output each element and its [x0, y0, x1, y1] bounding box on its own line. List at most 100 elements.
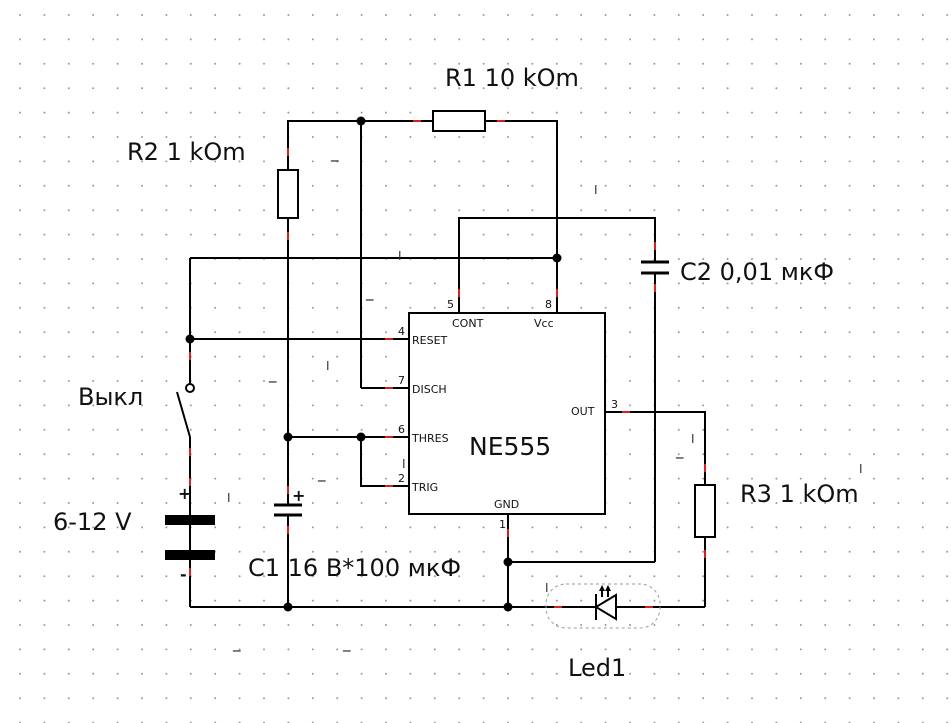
stray-dash: _ — [675, 441, 684, 460]
grid-dot — [43, 233, 46, 236]
grid-dot — [629, 526, 631, 529]
grid-dot — [726, 14, 729, 16]
grid-dot — [702, 258, 705, 260]
grid-dot — [458, 38, 461, 41]
grid-dot — [385, 672, 387, 675]
grid-dot — [238, 697, 241, 700]
grid-dot — [653, 599, 656, 602]
grid-dot — [507, 648, 509, 651]
grid-dot — [67, 599, 70, 602]
grid-dot — [214, 184, 217, 187]
grid-dot — [775, 14, 778, 16]
grid-dot — [409, 599, 412, 602]
grid-dot — [165, 136, 168, 138]
grid-dot — [43, 87, 46, 90]
grid-dot — [848, 672, 851, 675]
grid-dot — [141, 282, 143, 285]
grid-dot — [629, 453, 631, 456]
grid-dot — [116, 428, 119, 431]
grid-dot — [677, 502, 680, 504]
grid-dot — [165, 184, 168, 187]
grid-dot — [214, 380, 217, 382]
grid-dot — [824, 209, 827, 212]
grid-dot — [482, 282, 485, 285]
grid-dot — [19, 404, 21, 407]
grid-dot — [897, 233, 900, 236]
grid-dot — [141, 111, 143, 114]
grid-dot — [824, 599, 827, 602]
grid-dot — [507, 209, 509, 212]
grid-dot — [458, 648, 461, 651]
grid-dot — [433, 624, 436, 626]
grid-dot — [946, 258, 949, 260]
grid-dot — [775, 233, 778, 236]
grid-dot — [385, 599, 387, 602]
grid-dot — [677, 331, 680, 334]
grid-dot — [482, 184, 485, 187]
pin-number: 6 — [398, 423, 405, 436]
grid-dot — [897, 648, 900, 651]
grid-dot — [482, 38, 485, 41]
grid-dot — [238, 184, 241, 187]
grid-dot — [336, 14, 339, 16]
grid-dot — [507, 282, 509, 285]
grid-dot — [116, 404, 119, 407]
grid-dot — [43, 282, 46, 285]
grid-dot — [67, 136, 70, 138]
grid-dot — [946, 14, 949, 16]
grid-dot — [287, 648, 290, 651]
grid-dot — [482, 648, 485, 651]
grid-dot — [19, 428, 21, 431]
grid-dot — [824, 428, 827, 431]
grid-dot — [775, 453, 778, 456]
pin-number: 3 — [611, 398, 618, 411]
ne555-chip: NE555 4 RESET 7 DISCH 6 THRES 2 TRIG 5 C… — [385, 289, 630, 537]
grid-dot — [263, 136, 265, 138]
grid-dot — [629, 209, 631, 212]
grid-dot — [848, 380, 851, 382]
switch-off: Выкл — [78, 352, 195, 456]
grid-dot — [726, 599, 729, 602]
grid-dot — [67, 306, 70, 309]
grid-dot — [604, 648, 607, 651]
grid-dot — [458, 697, 461, 700]
grid-dot — [238, 87, 241, 90]
grid-dot — [189, 672, 192, 675]
grid-dot — [43, 575, 46, 578]
grid-dot — [287, 624, 290, 626]
grid-dot — [873, 160, 875, 163]
grid-dot — [873, 575, 875, 578]
grid-dot — [555, 526, 558, 529]
junction-dot — [185, 334, 195, 344]
grid-dot — [263, 404, 265, 407]
grid-dot — [946, 453, 949, 456]
grid-dot — [43, 672, 46, 675]
grid-dot — [604, 306, 607, 309]
grid-dot — [604, 136, 607, 138]
grid-dot — [67, 282, 70, 285]
grid-dot — [433, 282, 436, 285]
grid-dot — [433, 38, 436, 41]
grid-dot — [165, 160, 168, 163]
grid-dot — [653, 648, 656, 651]
grid-dot — [604, 184, 607, 187]
grid-dot — [555, 62, 558, 65]
grid-dot — [629, 38, 631, 41]
grid-dot — [311, 233, 314, 236]
grid-dot — [921, 404, 924, 407]
grid-dot — [580, 233, 583, 236]
grid-dot — [165, 355, 168, 358]
grid-dot — [336, 453, 339, 456]
wire-cont-c2 — [458, 217, 656, 312]
grid-dot — [775, 282, 778, 285]
grid-dot — [482, 575, 485, 578]
grid-dot — [531, 14, 534, 16]
grid-dot — [385, 184, 387, 187]
grid-dot — [751, 648, 753, 651]
grid-dot — [116, 258, 119, 260]
grid-dot — [751, 87, 753, 90]
grid-dot — [897, 331, 900, 334]
grid-dot — [19, 306, 21, 309]
grid-dot — [43, 428, 46, 431]
grid-dot — [311, 14, 314, 16]
